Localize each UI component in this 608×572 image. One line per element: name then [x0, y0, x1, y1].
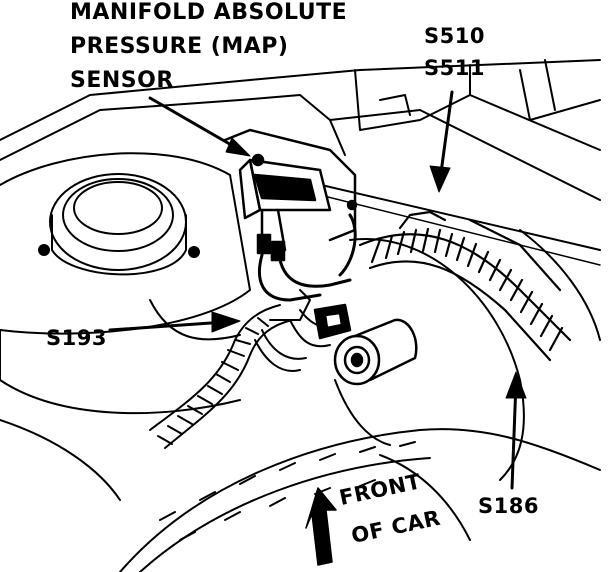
- relay-canister: [333, 318, 418, 386]
- harness-left: [149, 289, 341, 449]
- harness-right: [358, 210, 572, 362]
- callout-s193: S193: [46, 326, 107, 350]
- callout-s186: S186: [478, 494, 539, 518]
- front-of-car-arrow: [305, 487, 337, 566]
- strut-tower: [0, 152, 251, 415]
- title-line-2: PRESSURE (MAP): [70, 34, 289, 59]
- firewall-outline: [0, 59, 601, 266]
- vacuum-hose: [257, 213, 357, 302]
- wheel-well: [334, 229, 601, 481]
- arrow-map-sensor: [148, 96, 251, 157]
- title-line-1: MANIFOLD ABSOLUTE: [70, 0, 348, 25]
- callout-s510: S510: [424, 24, 485, 48]
- map-sensor: [223, 128, 358, 262]
- callout-s511: S511: [424, 56, 485, 80]
- arrow-s193: [108, 311, 241, 333]
- arrow-s510: [429, 90, 454, 193]
- connector-block: [313, 303, 352, 340]
- title-line-3: SENSOR: [70, 68, 174, 93]
- front-panel: [0, 419, 601, 572]
- arrow-s186: [505, 371, 527, 490]
